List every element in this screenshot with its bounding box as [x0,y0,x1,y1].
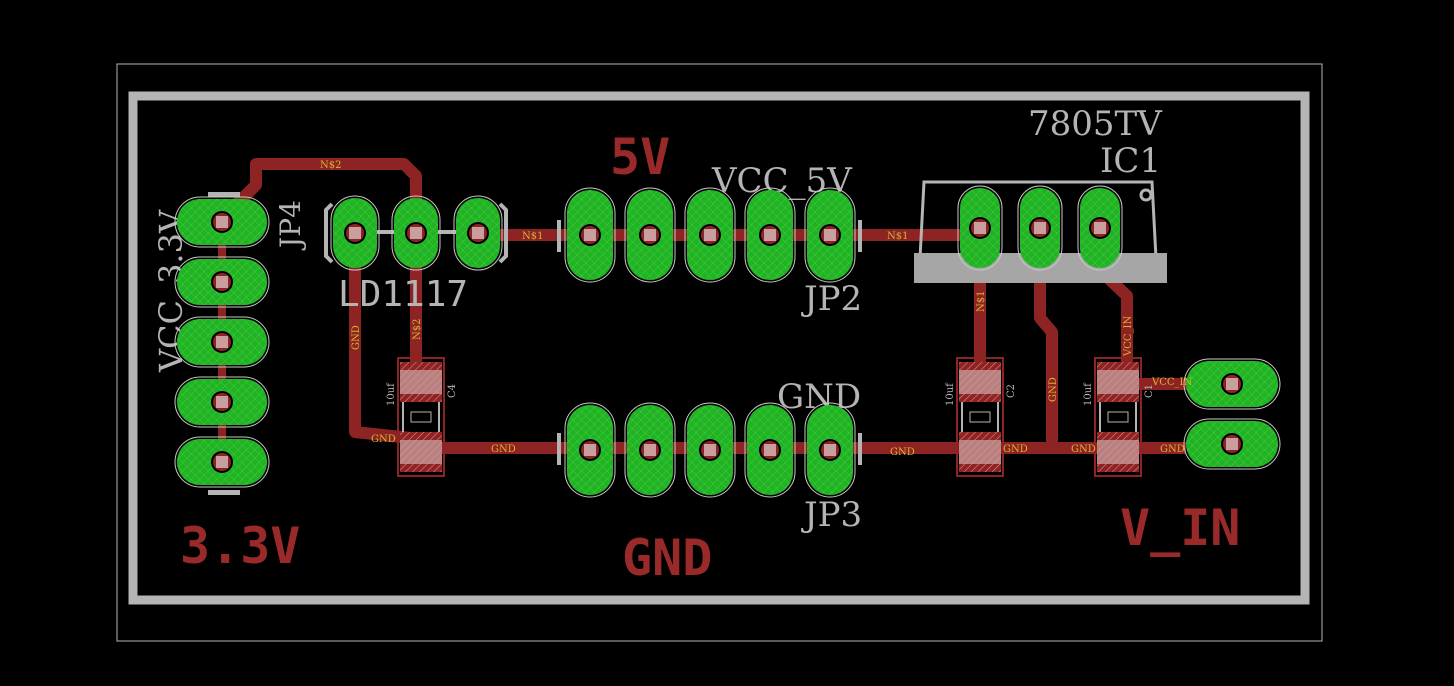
jp3-pad[interactable] [684,402,736,498]
jp3-pad[interactable] [804,402,856,498]
jp4-bar-top [208,192,240,197]
capacitor-value: 10uf [1083,382,1094,406]
drawing-frame [116,63,1323,642]
capacitor-name: C1 [1144,384,1155,398]
net-label-gnd-conn: GND [1160,444,1185,455]
ld1117-pad[interactable] [330,195,380,271]
jp3-pad[interactable] [624,402,676,498]
jp2-pad[interactable] [744,187,796,283]
net-labels: N$2 N$1 N$1 N$2 GND GND GND GND GND GND … [320,160,1192,458]
net-label-gnd-jp3: GND [890,447,915,458]
ic1-value-label: 7805TV [1028,104,1163,144]
ic1-pad[interactable] [1077,185,1123,271]
ic1-pin1-marker [1139,188,1153,202]
jp3-name-label: JP3 [801,495,862,535]
jp4-pad[interactable] [174,316,270,368]
jp4-pad[interactable] [174,196,270,248]
net-label-vcc-in-vert: VCC_IN [1123,316,1134,357]
ld1117-name-label: LD1117 [338,274,468,315]
jp2-pad[interactable] [804,187,856,283]
label-vin: V_IN [1120,499,1240,557]
net-label-n1-ld: N$1 [522,231,543,242]
jp4-pad[interactable] [174,436,270,488]
jp3-pad[interactable] [564,402,616,498]
net-label-gnd-mid: GND [491,444,516,455]
ic1-pad[interactable] [1017,185,1063,271]
net-label-n1-c2-vert: N$1 [976,291,987,312]
label-3v3: 3.3V [180,517,300,575]
capacitor-c2[interactable]: 10uf C2 [945,357,1017,477]
net-label-gnd-c4: GND [371,434,396,445]
capacitor-name: C4 [447,384,458,398]
net-label-vcc-in: VCC_IN [1151,377,1192,388]
jp3-pad[interactable] [744,402,796,498]
jp2-pad[interactable] [684,187,736,283]
jp4-header[interactable] [208,192,240,495]
jp4-pad[interactable] [174,256,270,308]
jp3-end-bars [557,433,862,465]
ld1117-pad[interactable] [391,195,441,271]
net-label-n1-ic: N$1 [887,231,908,242]
ic1-name-label: IC1 [1100,141,1161,181]
jp4-name-label: JP4 [274,200,307,251]
board-outline [128,91,1310,605]
ic1-pad[interactable] [957,185,1003,271]
capacitor-value: 10uf [386,382,397,406]
jp4-bar-bottom [208,490,240,495]
capacitor-name: C2 [1006,384,1017,398]
net-label-gnd-ic-vert: GND [1048,377,1059,402]
net-label-gnd-c1: GND [1071,444,1096,455]
vin-pad[interactable] [1183,358,1281,410]
vin-pad[interactable] [1183,418,1281,470]
net-label-n2-top: N$2 [320,160,341,171]
capacitor-c4[interactable]: 10uf C4 [386,357,458,477]
jp2-pad[interactable] [564,187,616,283]
label-gnd: GND [622,529,712,587]
ic1-outline [918,180,1158,259]
jp2-pad[interactable] [624,187,676,283]
trace-n2-top [213,158,422,239]
jp2-end-bars [557,220,862,252]
capacitor-c1[interactable]: 10uf C1 [1083,357,1155,477]
ld1117-pad[interactable] [453,195,503,271]
net-label-gnd-c2: GND [1003,444,1028,455]
jp2-name-label: JP2 [801,279,862,319]
capacitor-value: 10uf [945,382,956,406]
label-5v: 5V [610,128,670,186]
net-label-n2-vert: N$2 [412,319,423,340]
jp4-pad[interactable] [174,376,270,428]
trace-gnd-ld [349,230,417,445]
net-label-gnd-vert: GND [351,325,362,350]
